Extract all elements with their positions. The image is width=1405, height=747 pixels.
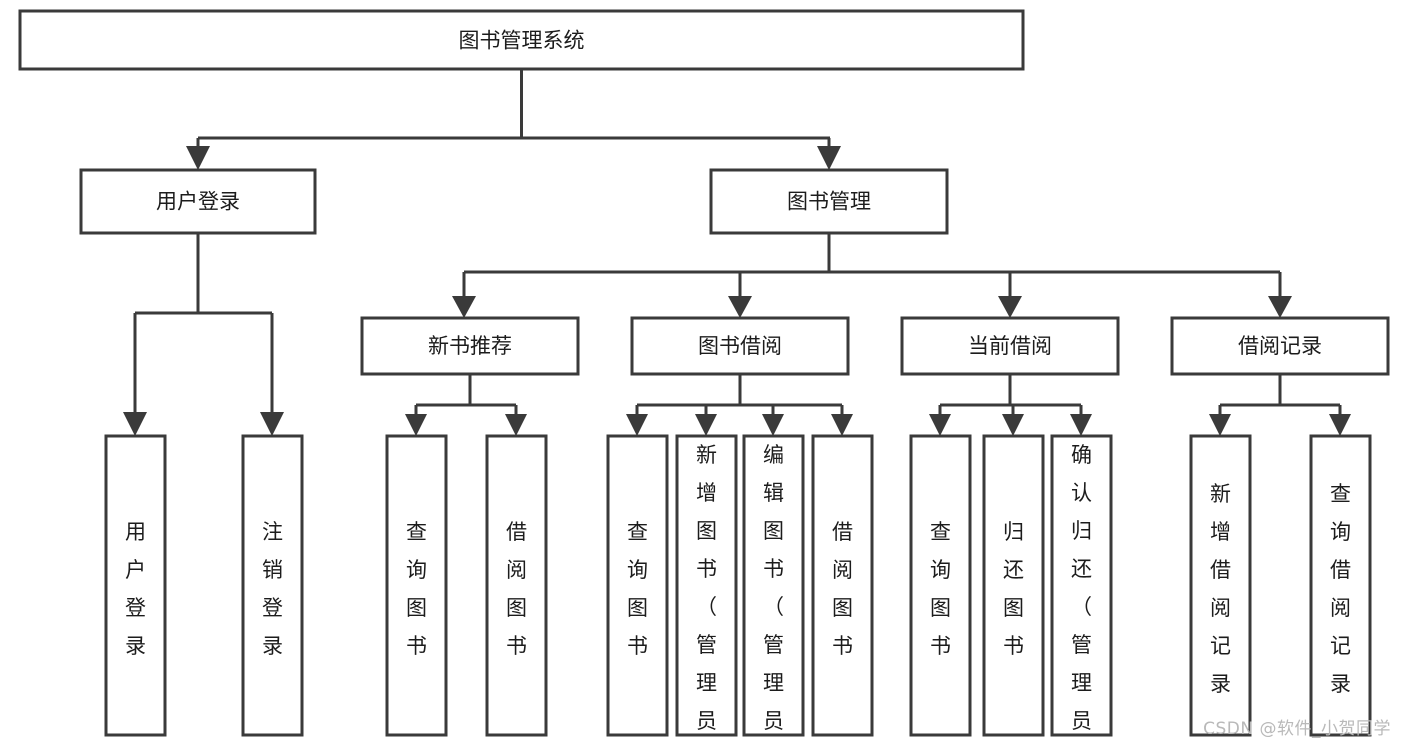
node-root[interactable]: 图书管理系统 [18, 9, 1025, 71]
arrow-icon-leaf-3 [405, 414, 427, 436]
arrow-icon-currentborrow [998, 296, 1022, 318]
node-leaf-return-book[interactable]: 归还图书 [982, 434, 1045, 737]
node-leaf-query-book-2-box[interactable] [606, 434, 669, 737]
watermark-credit: CSDN @软件_小贺同学 [1203, 719, 1391, 739]
node-leaf-add-book-label: 新增图书（管理员） [696, 443, 717, 747]
arrow-icon-leaf-9 [929, 414, 951, 436]
node-leaf-return-book-box[interactable] [982, 434, 1045, 737]
leaf-layer: 用户登录 注销登录 查询图书 借阅图书 查询图书 新增图书（管理员） [104, 434, 1372, 747]
arrow-icon-leaf-1 [123, 412, 147, 436]
node-current-borrow-label: 当前借阅 [968, 334, 1052, 358]
node-leaf-query-book-3-box[interactable] [909, 434, 972, 737]
arrow-icon-newbook [452, 296, 476, 318]
node-root-label: 图书管理系统 [459, 29, 585, 53]
node-book-manage[interactable]: 图书管理 [709, 168, 949, 235]
node-book-borrow-label: 图书借阅 [698, 334, 782, 358]
node-leaf-logout-label: 注销登录 [262, 520, 283, 658]
node-leaf-add-record-label: 新增借阅记录 [1210, 482, 1231, 696]
node-root-box[interactable] [18, 9, 1025, 71]
arrow-icon-leaf-6 [695, 414, 717, 436]
node-leaf-borrow-book-1-label: 借阅图书 [506, 520, 527, 658]
node-user-login[interactable]: 用户登录 [79, 168, 317, 235]
node-leaf-edit-book-box[interactable] [742, 434, 805, 737]
node-leaf-add-book[interactable]: 新增图书（管理员） [675, 434, 738, 747]
node-book-manage-label: 图书管理 [787, 190, 871, 214]
node-leaf-query-book-2[interactable]: 查询图书 [606, 434, 669, 737]
node-leaf-query-book-1-label: 查询图书 [406, 520, 427, 658]
arrowhead-layer [123, 146, 1351, 436]
arrow-icon-leaf-13 [1329, 414, 1351, 436]
node-borrow-record-box[interactable] [1170, 316, 1390, 376]
arrow-icon-leaf-7 [762, 414, 784, 436]
arrow-icon-leaf-4 [505, 414, 527, 436]
node-leaf-query-book-2-label: 查询图书 [627, 520, 648, 658]
node-user-login-label: 用户登录 [156, 190, 240, 214]
connector-layer [133, 69, 1342, 414]
node-current-borrow[interactable]: 当前借阅 [900, 316, 1120, 376]
node-borrow-record[interactable]: 借阅记录 [1170, 316, 1390, 376]
node-new-book-rec[interactable]: 新书推荐 [360, 316, 580, 376]
arrow-icon-leaf-12 [1209, 414, 1231, 436]
arrow-icon-leaf-2 [260, 412, 284, 436]
node-leaf-borrow-book-1-box[interactable] [485, 434, 548, 737]
node-current-borrow-box[interactable] [900, 316, 1120, 376]
arrow-icon-leaf-11 [1070, 414, 1092, 436]
node-leaf-query-record-label: 查询借阅记录 [1330, 482, 1351, 696]
node-leaf-add-record-box[interactable] [1189, 434, 1252, 737]
arrow-icon-bookborrow [728, 296, 752, 318]
arrow-icon-book-manage [817, 146, 841, 170]
node-leaf-edit-book-label: 编辑图书（管理员） [763, 443, 784, 747]
node-leaf-logout-box[interactable] [241, 434, 304, 737]
node-book-borrow-box[interactable] [630, 316, 850, 376]
node-new-book-rec-box[interactable] [360, 316, 580, 376]
node-leaf-edit-book[interactable]: 编辑图书（管理员） [742, 434, 805, 747]
node-leaf-confirm-return[interactable]: 确认归还（管理员） [1050, 434, 1113, 747]
node-book-manage-box[interactable] [709, 168, 949, 235]
arrow-icon-leaf-10 [1002, 414, 1024, 436]
node-leaf-confirm-return-label: 确认归还（管理员） [1071, 443, 1092, 747]
node-book-borrow[interactable]: 图书借阅 [630, 316, 850, 376]
node-leaf-borrow-book-2[interactable]: 借阅图书 [811, 434, 874, 737]
node-leaf-borrow-book-1[interactable]: 借阅图书 [485, 434, 548, 737]
node-leaf-return-book-label: 归还图书 [1003, 520, 1024, 658]
node-leaf-logout[interactable]: 注销登录 [241, 434, 304, 737]
node-leaf-query-record-box[interactable] [1309, 434, 1372, 737]
arrow-icon-borrowrecord [1268, 296, 1292, 318]
node-leaf-borrow-book-2-label: 借阅图书 [832, 520, 853, 658]
arrow-icon-user-login [186, 146, 210, 170]
node-borrow-record-label: 借阅记录 [1238, 334, 1322, 358]
node-leaf-add-record[interactable]: 新增借阅记录 [1189, 434, 1252, 737]
node-leaf-query-book-3-label: 查询图书 [930, 520, 951, 658]
node-leaf-query-record[interactable]: 查询借阅记录 [1309, 434, 1372, 737]
node-leaf-user-login-label: 用户登录 [125, 520, 146, 658]
node-leaf-query-book-3[interactable]: 查询图书 [909, 434, 972, 737]
node-leaf-borrow-book-2-box[interactable] [811, 434, 874, 737]
node-leaf-user-login[interactable]: 用户登录 [104, 434, 167, 737]
node-leaf-add-book-box[interactable] [675, 434, 738, 737]
arrow-icon-leaf-8 [831, 414, 853, 436]
node-leaf-confirm-return-box[interactable] [1050, 434, 1113, 737]
node-user-login-box[interactable] [79, 168, 317, 235]
node-leaf-query-book-1[interactable]: 查询图书 [385, 434, 448, 737]
arrow-icon-leaf-5 [626, 414, 648, 436]
node-new-book-rec-label: 新书推荐 [428, 334, 512, 358]
node-leaf-user-login-box[interactable] [104, 434, 167, 737]
node-leaf-query-book-1-box[interactable] [385, 434, 448, 737]
